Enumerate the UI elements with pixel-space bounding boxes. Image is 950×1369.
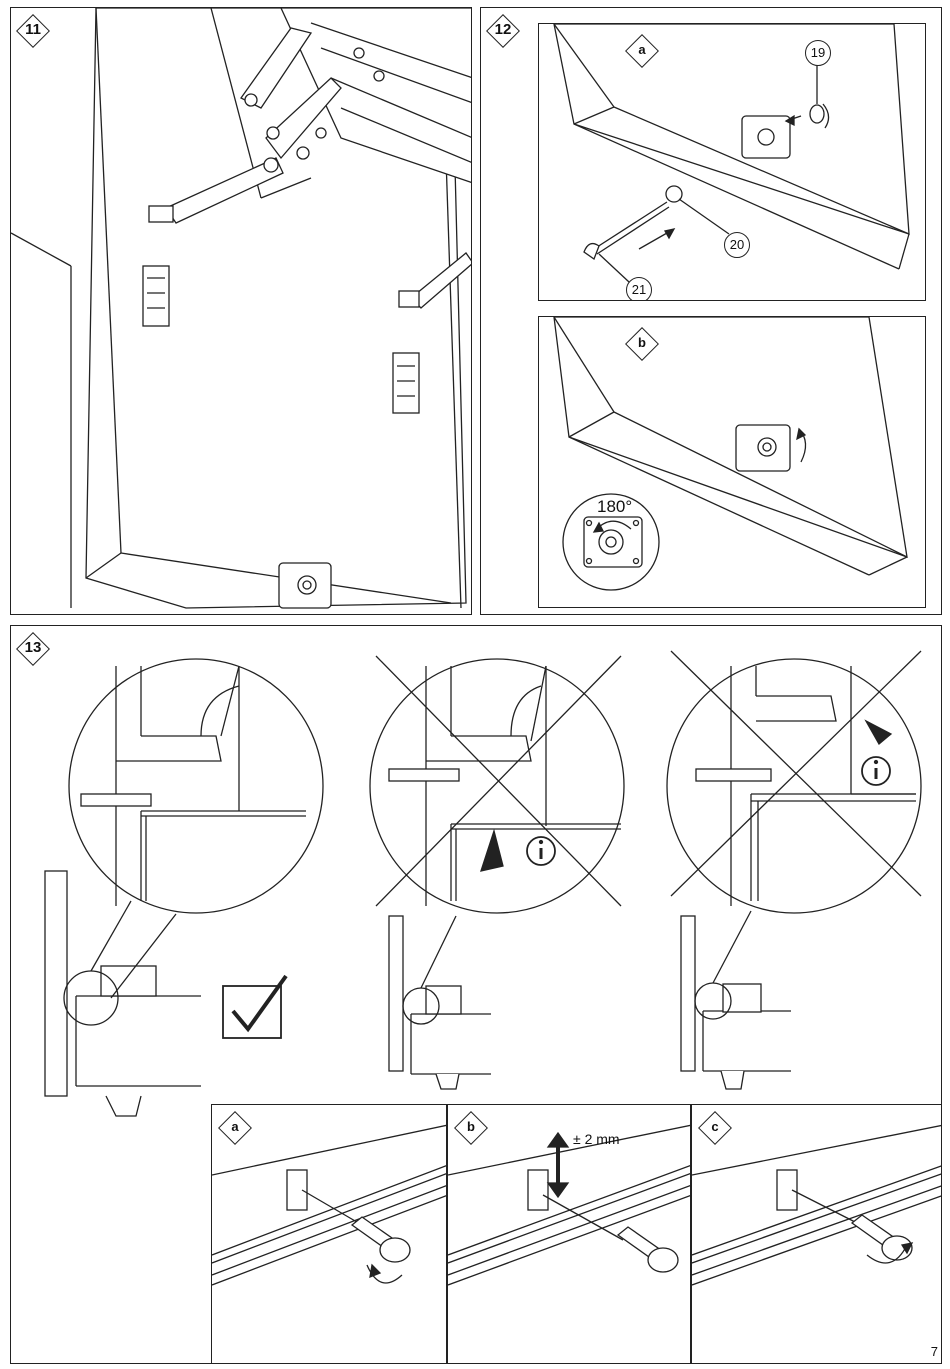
step-13c-illustration [692,1105,942,1364]
step-13b-subpanel: b ± 2 mm [447,1104,691,1364]
step-12b-subpanel: b 180° [538,316,926,608]
step-13b-illustration [448,1105,691,1364]
step-11-badge: 11 [18,16,48,46]
step-13c-subpanel: c [691,1104,942,1364]
step-13a-label: a [220,1113,250,1143]
callout-21: 21 [626,277,652,301]
step-13-panel: 13 [10,625,942,1364]
step-13a-subpanel: a [211,1104,447,1364]
step-13b-label: b [456,1113,486,1143]
page-number: 7 [931,1344,938,1359]
step-12a-subpanel: a 19 20 21 [538,23,926,301]
step-12b-illustration [539,317,926,608]
step-12a-label: a [627,36,657,66]
rotation-180-label: 180° [597,497,632,517]
step-13c-label: c [700,1113,730,1143]
step-12a-illustration [539,24,926,301]
step-12-panel: 12 [480,7,942,615]
step-12-badge: 12 [488,16,518,46]
tolerance-label: ± 2 mm [573,1131,620,1147]
step-11-illustration [11,8,472,615]
callout-19: 19 [805,40,831,66]
step-12b-label: b [627,329,657,359]
callout-20: 20 [724,232,750,258]
step-13a-illustration [212,1105,447,1364]
step-11-panel: 11 [10,7,472,615]
